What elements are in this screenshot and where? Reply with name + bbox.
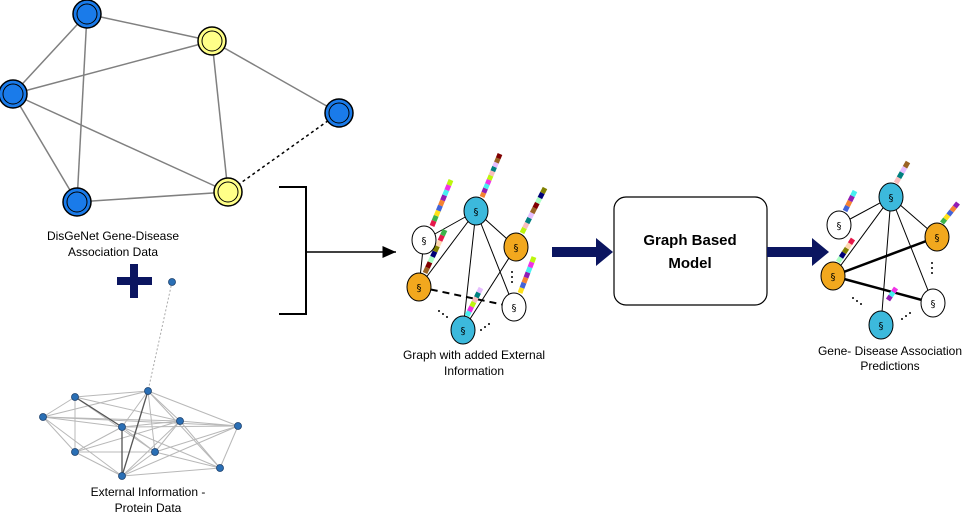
- feature-bar: [893, 160, 911, 185]
- graph-node-orange: §: [406, 272, 432, 302]
- feature-bar: [479, 153, 503, 198]
- graph-node-white: §: [920, 288, 946, 318]
- disgenet-label-line1: DisGeNet Gene-Disease: [47, 229, 179, 243]
- model-box: [613, 196, 768, 306]
- feature-bar: [940, 201, 960, 225]
- graph-node-white: §: [826, 210, 852, 240]
- graph-node-cyan: §: [450, 315, 476, 345]
- predictions-label-line1: Gene- Disease Association: [818, 344, 962, 358]
- protein-node: [71, 448, 79, 456]
- disease-node: [197, 26, 227, 56]
- svg-text:§: §: [831, 272, 836, 283]
- protein-node: [39, 413, 47, 421]
- plus-icon: [117, 264, 152, 298]
- model-title-line1: Graph Based: [643, 232, 736, 249]
- svg-text:§: §: [931, 299, 936, 310]
- protein-node: [71, 393, 79, 401]
- svg-text:§: §: [417, 283, 422, 294]
- disease-node: [213, 177, 243, 207]
- graph-node-white: §: [411, 225, 437, 255]
- disgenet-label-line2: Association Data: [68, 245, 158, 259]
- svg-text:§: §: [422, 236, 427, 247]
- feature-bar: [429, 179, 454, 227]
- graph-node-cyan: §: [868, 310, 894, 340]
- feature-bar: [517, 256, 537, 294]
- protein-node: [216, 464, 224, 472]
- predictions-label-line2: Predictions: [860, 359, 919, 373]
- svg-text:§: §: [837, 221, 842, 232]
- graph-node-orange: §: [820, 261, 846, 291]
- enriched-graph: § § § § § §: [406, 153, 548, 345]
- feature-bar: [885, 286, 899, 302]
- protein-node: [118, 472, 126, 480]
- svg-text:§: §: [889, 193, 894, 204]
- protein-node: [234, 422, 242, 430]
- graph-node-orange: §: [924, 222, 950, 252]
- arrow-to-predictions: [767, 238, 829, 266]
- protein-node: [144, 387, 152, 395]
- protein-graph: [39, 278, 242, 480]
- model-title-line2: Model: [668, 255, 711, 272]
- external-label-line1: External Information -: [91, 485, 206, 499]
- gene-node: [324, 98, 354, 128]
- external-label-line2: Protein Data: [115, 501, 182, 515]
- graph-node-cyan: §: [878, 182, 904, 212]
- svg-text:§: §: [461, 326, 466, 337]
- feature-bar: [835, 237, 856, 264]
- prediction-graph: § § § § § §: [820, 160, 960, 340]
- graph-node-white: §: [501, 292, 527, 322]
- disgenet-graph: [0, 0, 354, 217]
- svg-text:§: §: [514, 243, 519, 254]
- protein-node: [168, 278, 176, 286]
- svg-text:§: §: [474, 207, 479, 218]
- arrow-to-model: [552, 238, 613, 266]
- svg-text:§: §: [512, 303, 517, 314]
- gene-node: [62, 187, 92, 217]
- graph-node-orange: §: [503, 232, 529, 262]
- feature-bar: [519, 186, 548, 235]
- protein-node: [176, 417, 184, 425]
- graph-label-line2: Information: [444, 364, 504, 378]
- graph-node-cyan: §: [463, 196, 489, 226]
- gene-node: [72, 0, 102, 29]
- protein-node: [151, 448, 159, 456]
- gene-node: [0, 79, 28, 109]
- feature-bar: [842, 189, 858, 213]
- graph-label-line1: Graph with added External: [403, 348, 545, 362]
- feature-bar: [422, 228, 448, 275]
- protein-node: [118, 423, 126, 431]
- bracket-icon: [279, 186, 307, 315]
- feature-bar: [464, 286, 484, 318]
- svg-text:§: §: [935, 233, 940, 244]
- svg-text:§: §: [879, 321, 884, 332]
